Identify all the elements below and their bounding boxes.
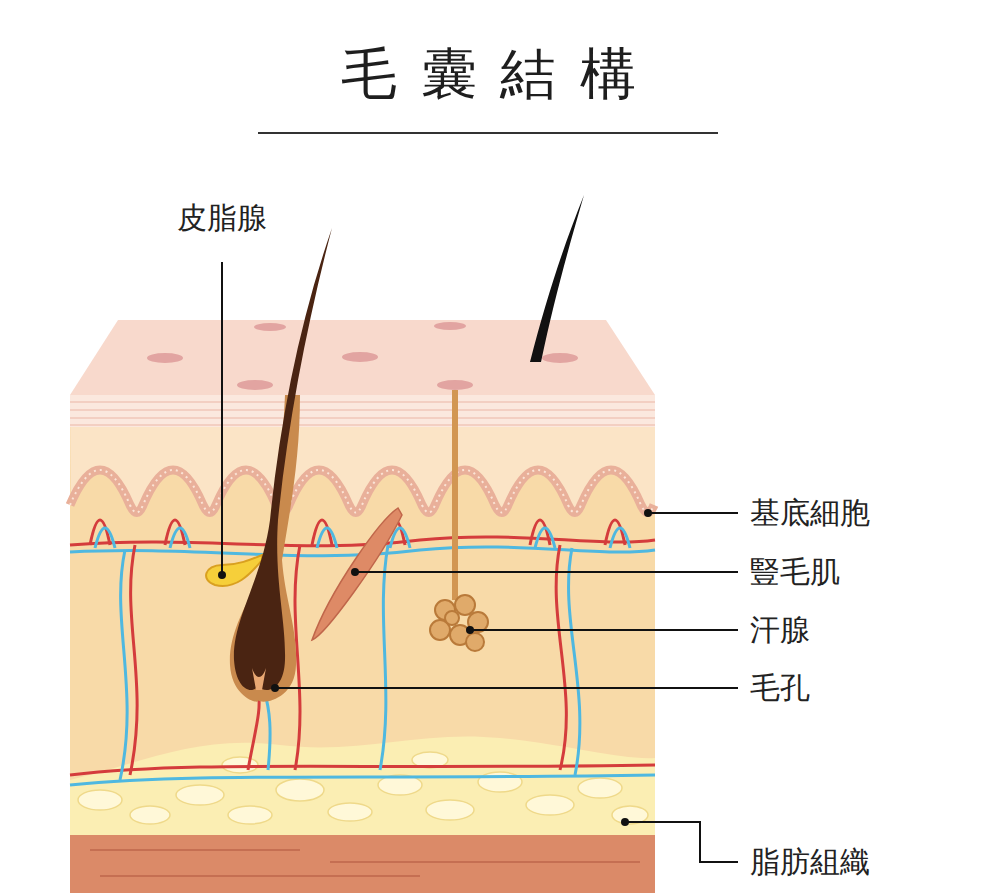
dermis <box>70 395 655 795</box>
muscle-lines <box>90 850 640 876</box>
hair <box>530 195 584 362</box>
arrector-pili <box>312 508 402 640</box>
sweat-duct <box>452 390 458 600</box>
fat-tissue <box>70 736 655 835</box>
sweat-gland <box>430 595 488 651</box>
skin-surface <box>70 320 655 395</box>
part-label: 汗腺 <box>750 612 810 648</box>
part-label: 毛孔 <box>750 670 810 706</box>
part-label: 豎毛肌 <box>750 554 840 590</box>
part-label: 基底細胞 <box>750 495 870 531</box>
leader-dots <box>218 509 652 826</box>
basal-cells <box>70 470 654 513</box>
title-rule <box>258 132 718 134</box>
hair-shaft <box>234 228 332 690</box>
sebaceous-gland <box>206 555 262 586</box>
diagram-title: 毛囊結構 <box>341 40 659 107</box>
epidermis <box>70 395 655 513</box>
stratum-corneum <box>70 395 655 427</box>
corneum-lines <box>70 402 655 425</box>
part-label: 皮脂腺 <box>177 200 267 236</box>
leader-lines <box>222 262 738 862</box>
dermal-papilla <box>252 668 266 690</box>
part-label: 脂肪組織 <box>750 844 870 880</box>
muscle-layer <box>70 835 655 893</box>
pore-dots <box>147 322 578 390</box>
basal-layer <box>70 470 654 513</box>
